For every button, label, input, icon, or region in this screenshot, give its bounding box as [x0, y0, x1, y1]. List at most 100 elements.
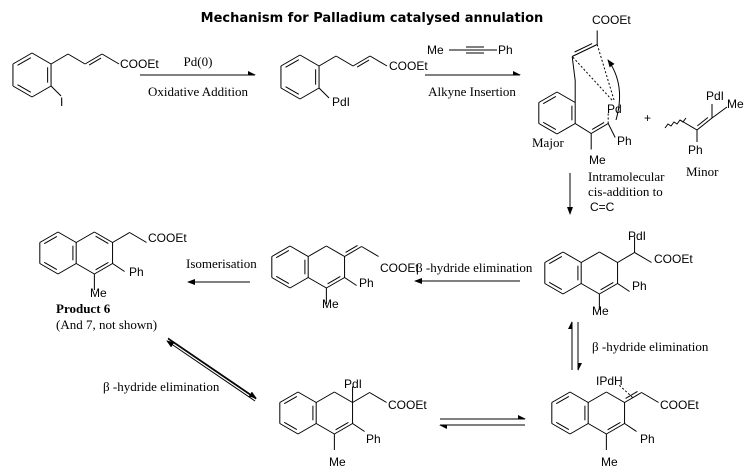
bond: [596, 44, 615, 101]
ring-bond: [542, 121, 557, 131]
bond: [590, 123, 609, 134]
ring-bond: [285, 59, 300, 68]
ring-bond: [556, 123, 576, 135]
ring-bond: [297, 391, 317, 403]
bond: [607, 422, 621, 431]
ring-bond: [31, 52, 52, 65]
ring-bond: [548, 281, 563, 291]
bond: [711, 106, 728, 119]
alkylpd-ester-label: COOEt: [654, 252, 693, 266]
bond: [634, 252, 652, 263]
bond: [326, 277, 345, 289]
oxidative-addition-reagent: Pd(0): [184, 54, 213, 69]
major-ester-label: COOEt: [592, 13, 631, 27]
bond: [335, 55, 354, 67]
bond: [571, 56, 576, 81]
bond: [112, 232, 130, 243]
ring-bond: [12, 85, 33, 98]
bond: [50, 53, 69, 65]
ring-bond: [279, 391, 299, 403]
bond: [617, 252, 635, 263]
bond: [574, 123, 592, 134]
diagram-title: Mechanism for Palladium catalysed annula…: [201, 11, 544, 26]
bond: [352, 392, 370, 403]
bond: [641, 392, 659, 403]
alkene-ester-label: COOEt: [380, 261, 419, 275]
ring-bond: [556, 91, 576, 103]
hydride-ph-label: Ph: [640, 432, 655, 446]
ring-bond: [279, 423, 299, 435]
ring-bond: [562, 283, 582, 295]
ring-bond: [17, 84, 32, 93]
bond: [361, 246, 379, 257]
beta-hydride-label-top: β -hydride elimination: [416, 260, 533, 275]
hydride-me-label: Me: [601, 455, 618, 469]
ring-bond: [542, 95, 557, 105]
bond: [95, 235, 109, 244]
diagonal-arrow-shaft: [167, 338, 257, 400]
bond: [625, 390, 638, 399]
bond: [606, 391, 625, 403]
bond: [696, 117, 713, 131]
beta-hydride-label-vertical: β -hydride elimination: [592, 339, 709, 354]
bond: [599, 251, 618, 263]
alkylpd-me-label: Me: [592, 304, 609, 318]
ring-bond: [551, 391, 571, 403]
ring-bond: [43, 235, 58, 245]
product-me-label: Me: [90, 286, 107, 300]
cis-addition-label-2: cis-addition to: [588, 184, 663, 199]
bond: [318, 87, 330, 99]
ring-bond: [551, 423, 571, 435]
readdition-pd-label: PdI: [344, 377, 362, 391]
bond: [101, 53, 120, 65]
ring-bond: [299, 54, 320, 67]
bond: [318, 55, 337, 67]
beta-hydride-label-diagonal: β -hydride elimination: [103, 379, 220, 394]
ring-bond: [299, 87, 320, 100]
ring-bond: [280, 54, 301, 67]
ring-bond: [544, 251, 564, 263]
bond: [352, 423, 365, 432]
bond: [75, 263, 95, 275]
readdition-me-label: Me: [329, 455, 346, 469]
cis-addition-label-1: Intramolecular: [588, 169, 665, 184]
bond: [352, 55, 371, 67]
diagonal-arrow-forward: [167, 337, 257, 399]
bond: [587, 391, 607, 403]
product-note: (And 7, not shown): [56, 317, 157, 332]
bond: [344, 246, 362, 257]
alkene-ph-label: Ph: [359, 276, 374, 290]
ring-bond: [538, 91, 558, 103]
arylpd-ester-label: COOEt: [389, 59, 428, 73]
bond: [580, 283, 600, 295]
start-ester-label: COOEt: [120, 57, 159, 71]
alkylpd-ph-label: Ph: [632, 279, 647, 293]
bond: [88, 57, 102, 66]
ring-bond: [39, 231, 59, 243]
bond: [315, 391, 335, 403]
hydride-ester-label: COOEt: [660, 398, 699, 412]
ring-bond: [280, 87, 301, 100]
bond: [574, 43, 593, 53]
bond: [369, 392, 387, 403]
bond: [591, 121, 605, 130]
bond: [315, 423, 335, 435]
major-ph-label: Ph: [617, 134, 632, 148]
ring-bond: [538, 123, 558, 135]
minor-tag: Minor: [686, 164, 719, 179]
ring-bond: [555, 421, 570, 431]
bond: [580, 251, 600, 263]
wavy-bond: [664, 117, 687, 129]
minor-ph-label: Ph: [688, 143, 703, 157]
bond: [600, 282, 614, 291]
ring-bond: [39, 263, 59, 275]
ring-bond: [544, 283, 564, 295]
ring-bond: [562, 251, 582, 263]
bond: [327, 276, 341, 285]
major-tag: Major: [532, 135, 564, 150]
readdition-ph-label: Ph: [366, 432, 381, 446]
bond: [624, 392, 642, 403]
bond: [679, 119, 698, 131]
